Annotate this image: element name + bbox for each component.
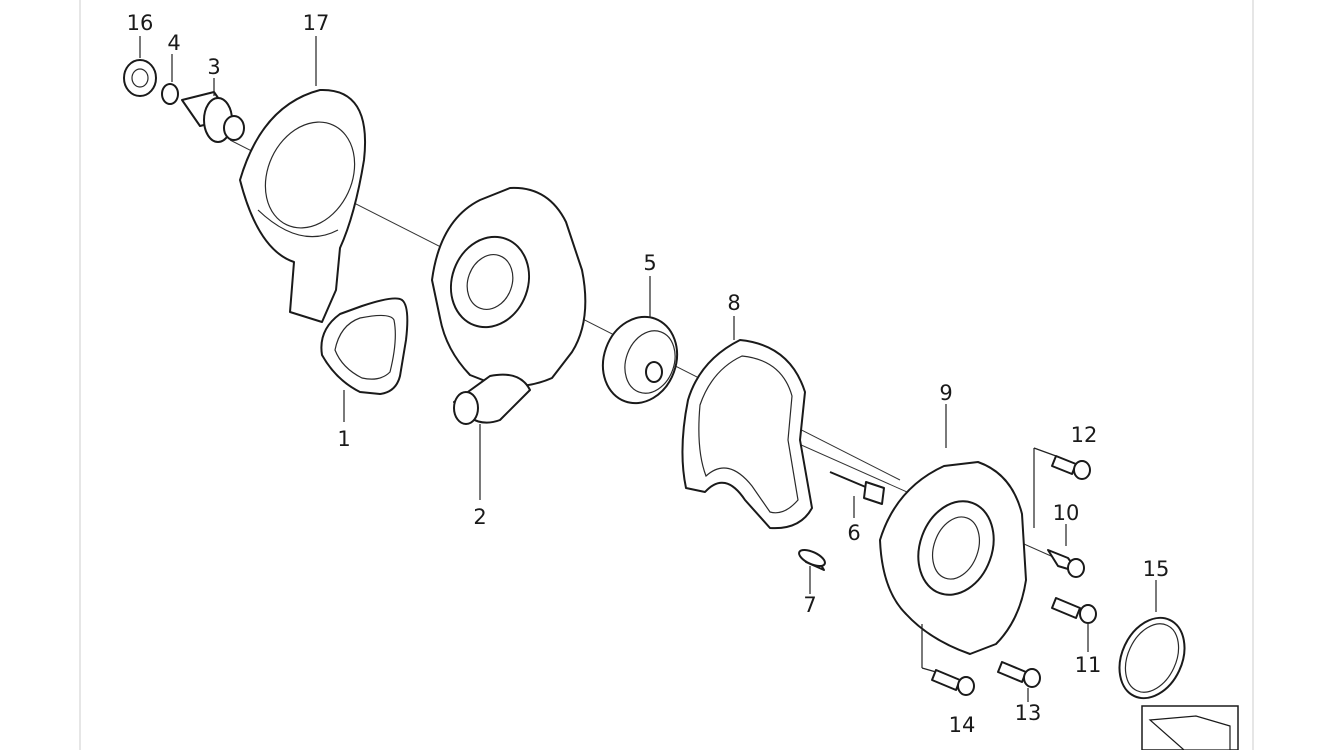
callout-13: 13 (1015, 701, 1042, 725)
part-10-sensor (1047, 549, 1085, 578)
part-16-seal (123, 59, 157, 97)
callout-2: 2 (473, 505, 486, 529)
callout-12: 12 (1071, 423, 1098, 447)
callout-1: 1 (337, 427, 350, 451)
callout-14: 14 (949, 713, 976, 737)
leader-12-horizontal (1033, 447, 1057, 457)
callout-8: 8 (727, 291, 740, 315)
part-15-o-ring (1118, 616, 1186, 700)
leader-14-horizontal (921, 667, 937, 673)
part-8-cover-gasket (681, 339, 813, 530)
part-11-bolt (1051, 597, 1097, 624)
part-14-bolt (931, 669, 975, 696)
part-13-bolt (997, 661, 1041, 688)
callout-3: 3 (207, 55, 220, 79)
callout-4: 4 (167, 31, 180, 55)
part-1-gasket (320, 297, 409, 395)
part-9-rear-cover (879, 461, 1027, 655)
part-6-bolt (829, 471, 885, 505)
part-17-shield (239, 88, 366, 323)
callout-5: 5 (643, 251, 656, 275)
part-3-shaft (181, 91, 245, 143)
callout-7: 7 (803, 593, 816, 617)
part-4-o-ring (161, 83, 179, 105)
part-5-impeller (601, 315, 679, 405)
callout-6: 6 (847, 521, 860, 545)
part-2-pump-housing (431, 186, 587, 425)
part-7-pin (798, 548, 826, 571)
callout-9: 9 (939, 381, 952, 405)
callout-10: 10 (1053, 501, 1080, 525)
callout-15: 15 (1143, 557, 1170, 581)
thumbnail-icon (1141, 705, 1239, 750)
part-12-bolt (1051, 455, 1091, 480)
callout-17: 17 (303, 11, 330, 35)
callout-16: 16 (127, 11, 154, 35)
callout-11: 11 (1075, 653, 1102, 677)
